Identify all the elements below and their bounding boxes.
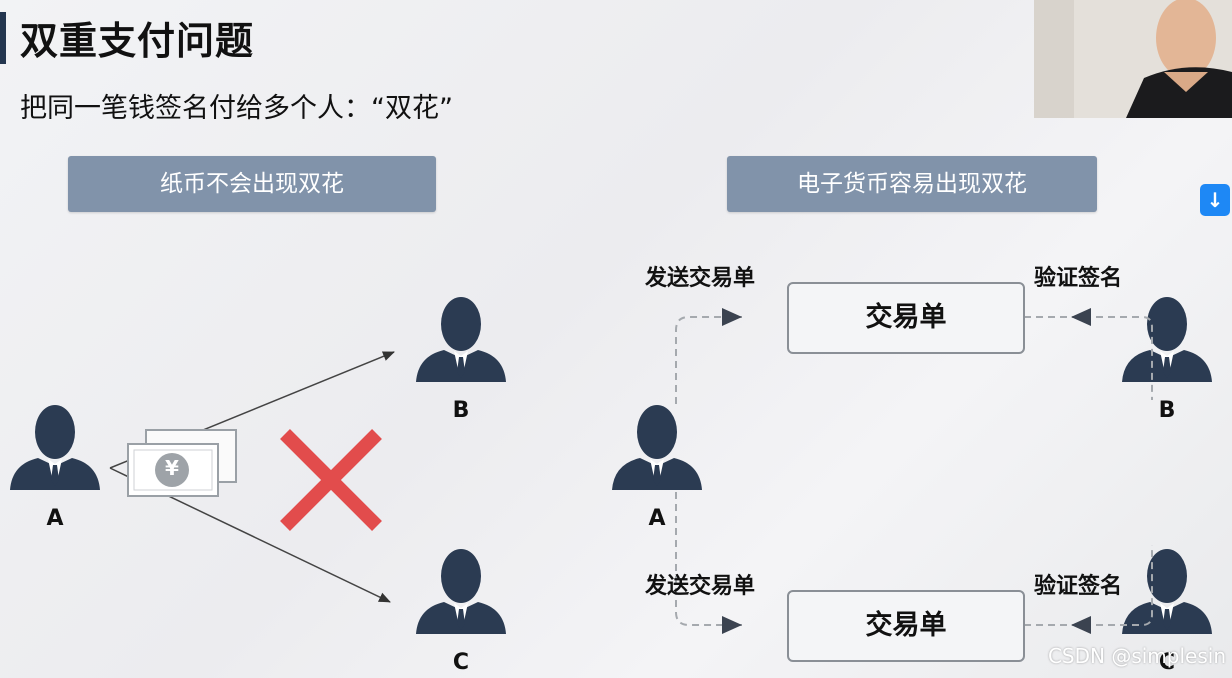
transaction-box-top: 交易单	[787, 282, 1025, 354]
arrow-down-icon: ↓	[1206, 188, 1224, 212]
slide-subtitle: 把同一笔钱签名付给多个人：“双花”	[20, 93, 453, 124]
download-button[interactable]: ↓	[1200, 184, 1230, 216]
arrowhead-verify-bottom	[1071, 616, 1091, 634]
person-b-left-icon	[416, 297, 506, 382]
verify-label-bottom: 验证签名	[1034, 574, 1123, 599]
right-banner: 电子货币容易出现双花	[727, 156, 1097, 212]
dashed-connectors	[675, 316, 1153, 626]
presenter-icon	[1034, 0, 1232, 118]
person-a-right-icon	[612, 405, 702, 490]
send-label-top: 发送交易单	[645, 266, 756, 291]
left-label-a: A	[46, 506, 64, 531]
arrowhead-verify-top	[1071, 308, 1091, 326]
webcam-video	[1034, 0, 1232, 118]
person-a-left-icon	[10, 405, 100, 490]
transaction-box-bottom: 交易单	[787, 590, 1025, 662]
watermark-text: CSDN @simplesin	[1047, 644, 1226, 668]
person-b-right-icon	[1122, 297, 1212, 382]
slide-title: 双重支付问题	[20, 19, 255, 63]
person-c-right-icon	[1122, 549, 1212, 634]
person-c-left-icon	[416, 549, 506, 634]
left-label-b: B	[452, 398, 470, 423]
right-label-a: A	[648, 506, 666, 531]
left-banner: 纸币不会出现双花	[68, 156, 436, 212]
banknote-icon	[127, 429, 237, 497]
right-label-b: B	[1158, 398, 1176, 423]
cross-icon	[280, 429, 382, 531]
send-label-bottom: 发送交易单	[645, 574, 756, 599]
arrowhead-send-top	[722, 308, 742, 326]
verify-label-top: 验证签名	[1034, 266, 1123, 291]
left-label-c: C	[452, 650, 470, 675]
arrowhead-send-bottom	[722, 616, 742, 634]
right-label-c: C	[1158, 650, 1176, 675]
title-accent-bar	[0, 12, 6, 64]
currency-symbol: ¥	[165, 456, 179, 480]
